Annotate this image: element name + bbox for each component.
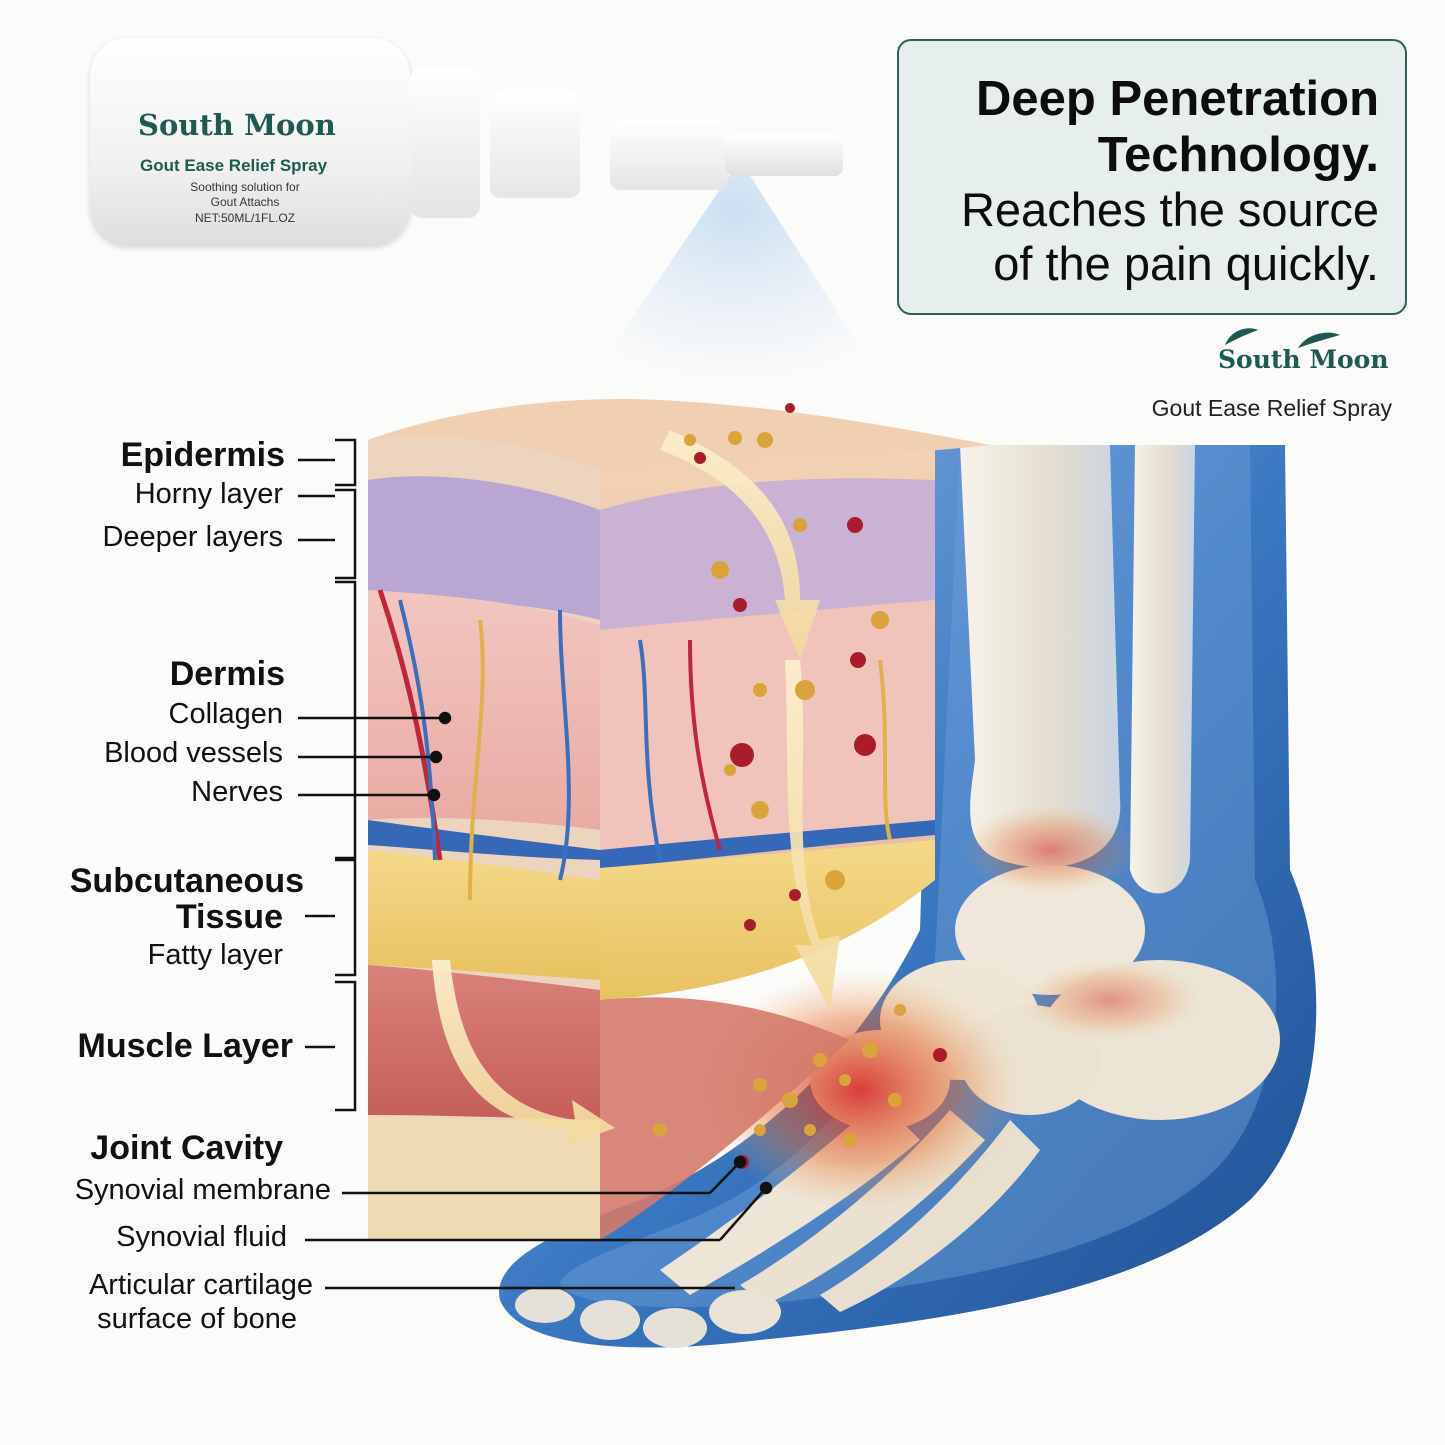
bottle-brand: South Moon — [138, 108, 336, 142]
bottle-description-line1: Soothing solution for — [190, 180, 300, 194]
bottle-description-line2: Gout Attachs — [210, 195, 280, 209]
headline-line3: Reaches the source — [960, 183, 1379, 236]
headline-box: Deep Penetration Technology. Reaches the… — [897, 39, 1407, 315]
label-surface-of-bone: surface of bone — [97, 1303, 297, 1335]
label-dermis: Dermis — [169, 655, 285, 693]
label-horny-layer: Horny layer — [134, 478, 283, 510]
label-articular-cartilage: Articular cartilage — [88, 1269, 313, 1301]
label-synovial-membrane: Synovial membrane — [74, 1174, 331, 1206]
headline-line1: Deep Penetration — [976, 72, 1379, 126]
label-muscle-layer: Muscle Layer — [77, 1027, 293, 1065]
label-collagen: Collagen — [168, 698, 283, 730]
bottle-neck — [410, 68, 480, 218]
spray-bottle: South Moon Gout Ease Relief Spray Soothi… — [90, 38, 843, 246]
label-epidermis: Epidermis — [120, 436, 285, 474]
logo-product-name: Gout Ease Relief Spray — [1151, 395, 1392, 421]
label-blood-vessels: Blood vessels — [104, 737, 283, 769]
headline-line2: Technology. — [1097, 128, 1379, 182]
bottle-nozzle — [725, 134, 843, 176]
bottle-product-name: Gout Ease Relief Spray — [140, 156, 328, 175]
bottle-net-volume: NET:50ML/1FL.OZ — [194, 211, 296, 225]
label-tissue: Tissue — [175, 898, 283, 936]
bottle-cap — [490, 90, 580, 198]
bottle-sprayer — [610, 120, 728, 190]
label-deeper-layers: Deeper layers — [102, 521, 283, 553]
label-synovial-fluid: Synovial fluid — [116, 1221, 287, 1253]
label-joint-cavity: Joint Cavity — [90, 1129, 283, 1167]
label-fatty-layer: Fatty layer — [147, 939, 283, 971]
label-subcutaneous: Subcutaneous — [69, 862, 304, 900]
logo-brand: South Moon — [1218, 345, 1389, 374]
label-nerves: Nerves — [191, 776, 283, 808]
headline-line4: of the pain quickly. — [993, 237, 1379, 290]
bottle-body — [90, 38, 410, 246]
